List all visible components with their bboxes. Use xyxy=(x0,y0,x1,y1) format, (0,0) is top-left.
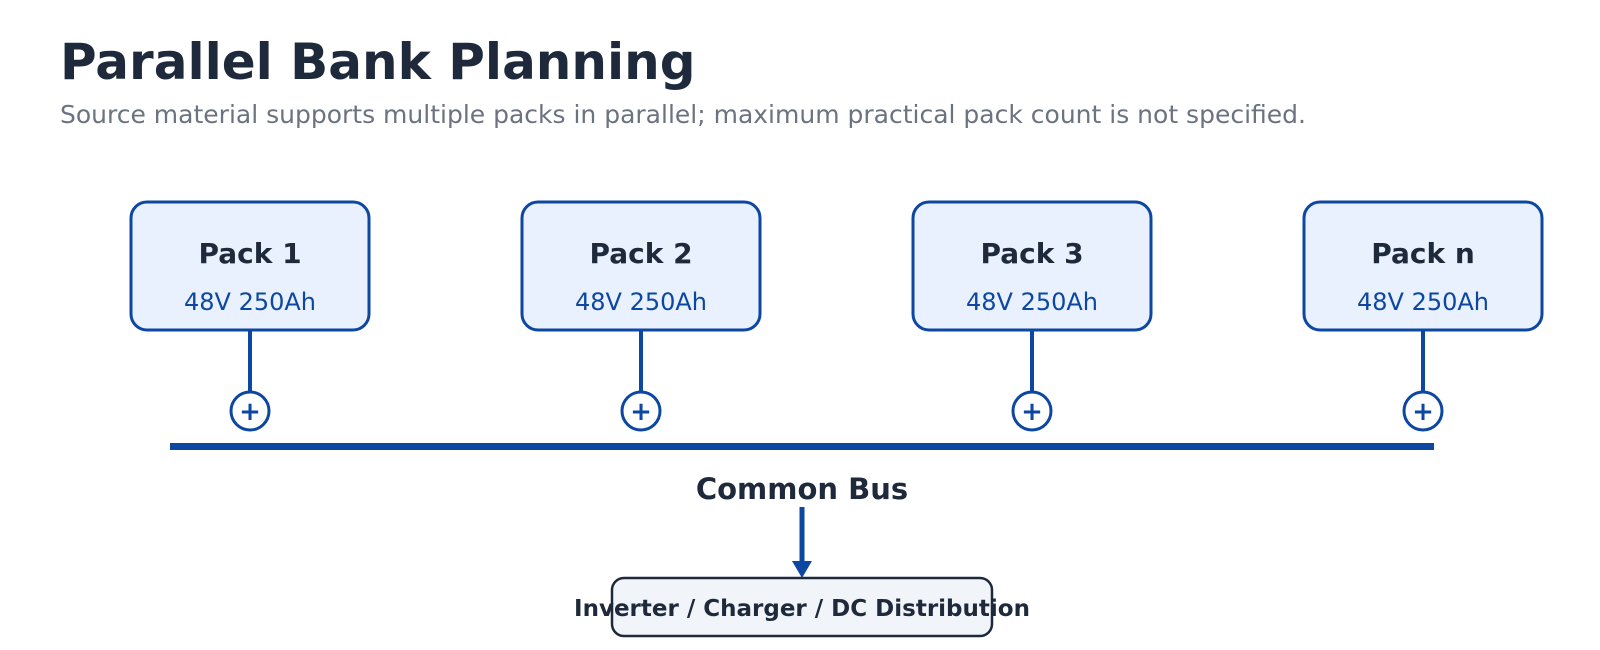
pack-name: Pack n xyxy=(1371,237,1475,270)
pack-card-2: Pack 2 48V 250Ah + xyxy=(520,200,762,432)
pack-name: Pack 1 xyxy=(198,237,301,270)
pack-spec: 48V 250Ah xyxy=(1357,288,1489,316)
plus-sign: + xyxy=(239,397,261,427)
pack-spec: 48V 250Ah xyxy=(184,288,316,316)
load-box: Inverter / Charger / DC Distribution xyxy=(574,576,1030,638)
plus-sign: + xyxy=(1412,397,1434,427)
pack-name: Pack 3 xyxy=(980,237,1083,270)
load-label: Inverter / Charger / DC Distribution xyxy=(574,596,1030,622)
positive-terminal-icon xyxy=(1402,390,1444,432)
positive-terminal-icon xyxy=(620,390,662,432)
page-subtitle: Source material supports multiple packs … xyxy=(60,100,1306,129)
arrow-down-icon xyxy=(792,561,812,578)
pack-card-n: Pack n 48V 250Ah + xyxy=(1302,200,1544,432)
plus-sign: + xyxy=(1021,397,1043,427)
common-bus-label: Common Bus xyxy=(696,472,908,506)
plus-sign: + xyxy=(630,397,652,427)
pack-spec: 48V 250Ah xyxy=(575,288,707,316)
common-bus-bar xyxy=(170,443,1434,450)
pack-card-3: Pack 3 48V 250Ah + xyxy=(911,200,1153,432)
pack-name: Pack 2 xyxy=(589,237,692,270)
pack-spec: 48V 250Ah xyxy=(966,288,1098,316)
page-title: Parallel Bank Planning xyxy=(60,33,696,91)
pack-card-1: Pack 1 48V 250Ah + xyxy=(129,200,371,432)
positive-terminal-icon xyxy=(229,390,271,432)
positive-terminal-icon xyxy=(1011,390,1053,432)
